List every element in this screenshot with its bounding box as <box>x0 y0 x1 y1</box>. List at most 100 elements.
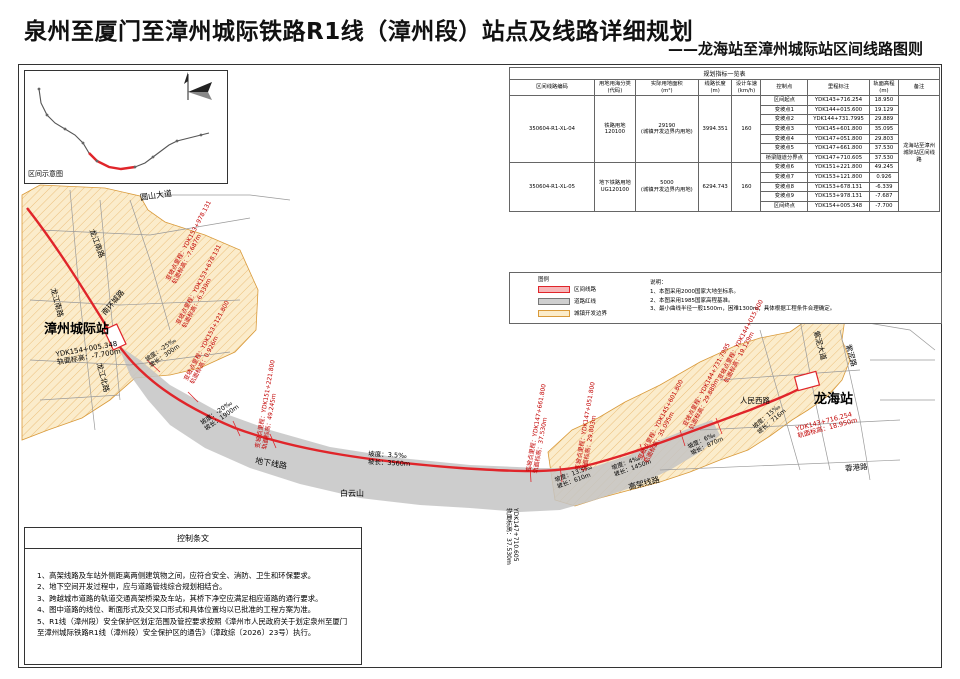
note-item: 3、最小曲线半径一般1500m，困难1300m；具体根据工程条件合理确定。 <box>650 306 836 313</box>
legend-box: 图例 区间线路 道路红线 城镇开发边界 说明： 1、本图采用2000国家大地坐标… <box>509 272 942 324</box>
control-point: 变坡点6 <box>760 162 809 174</box>
control-point: 变坡点8 <box>760 181 809 193</box>
divider <box>25 548 361 549</box>
legend-item-zone: 城镇开发边界 <box>538 309 607 317</box>
control-list: 1、高架线路及车站外侧距离两侧建筑物之间，应符合安全、消防、卫生和环保要求。 2… <box>37 570 353 639</box>
page-title: 泉州至厦门至漳州城际铁路R1线（漳州段）站点及线路详细规划 <box>24 19 694 45</box>
rail-elevation: 37.530 <box>868 152 900 164</box>
inset-label: 区间示意图 <box>28 170 63 178</box>
control-point: 变坡点4 <box>760 133 809 145</box>
rail-elevation: -7.687 <box>868 191 900 202</box>
control-point: 变坡点5 <box>760 143 809 154</box>
segment-code: 350604-R1-XL-05 <box>509 162 595 212</box>
table-caption: 规划指标一览表 <box>509 67 940 79</box>
col-header: 里程标注 <box>807 78 870 97</box>
note-item: 1、本图采用2000国家大地坐标系。 <box>650 288 739 295</box>
inset-diagram <box>37 87 210 171</box>
station-marker-east <box>793 370 821 392</box>
north-arrow-icon <box>178 70 218 108</box>
station-marker-west <box>103 323 127 351</box>
control-point: 变坡点3 <box>760 124 809 135</box>
planning-index-table: 规划指标一览表 区间线路编码 用地用海分类 (代码) 实际用地面积 (m²) 线… <box>509 67 940 212</box>
control-point-markers <box>146 359 723 483</box>
road-label: 人民西路 <box>740 396 770 405</box>
control-item: 5、R1线（漳州段）安全保护区划定范围及管控要求按照《漳州市人民政府关于划定泉州… <box>37 616 348 638</box>
mileage: YDK154+005.348 <box>807 200 870 212</box>
route-length: 6294.743 <box>697 162 733 212</box>
rail-elevation: 19.129 <box>868 104 900 116</box>
road-network <box>29 189 936 481</box>
landuse-class: 铁路用地 120100 <box>594 95 636 164</box>
notes-title: 说明： <box>650 280 667 286</box>
col-header: 设计车速 (km/h) <box>731 78 762 97</box>
col-header: 用地用海分类 (代码) <box>594 78 636 97</box>
note-item: 2、本图采用1985国家高程基准。 <box>650 297 734 304</box>
station-label-west: 漳州城际站 <box>44 322 110 337</box>
control-point: 桥梁隧道分界点 <box>760 152 809 164</box>
col-header: 备注 <box>898 78 940 97</box>
segment-code: 350604-R1-XL-04 <box>509 95 595 164</box>
control-point: 变坡点2 <box>760 114 809 126</box>
control-point: 区间终点 <box>760 200 809 212</box>
rail-elevation: 29.889 <box>868 114 900 126</box>
route-overview-inset <box>24 70 228 184</box>
station-label-east: 龙海站 <box>814 392 854 407</box>
col-header: 线路长度 (m) <box>697 78 733 97</box>
rail-elevation: 35.095 <box>868 124 900 135</box>
elevation-label: 轨面标高：37.530m <box>505 508 513 565</box>
land-area: 5000 (城镇开发边界内用地) <box>634 162 699 212</box>
rail-elevation: 18.950 <box>868 95 900 106</box>
design-speed: 160 <box>731 95 762 164</box>
legend-label: 区间线路 <box>574 287 597 293</box>
route-map <box>21 184 936 512</box>
place-label: 白云山 <box>340 489 364 498</box>
legend-label: 道路红线 <box>574 299 597 305</box>
legend-label: 城镇开发边界 <box>574 311 608 317</box>
mileage: YDK151+221.800 <box>807 162 870 174</box>
rail-elevation: -7.700 <box>868 200 900 212</box>
road-label: 蓉港路 <box>844 462 868 473</box>
control-provisions-box: 控制条文 1、高架线路及车站外侧距离两侧建筑物之间，应符合安全、消防、卫生和环保… <box>24 527 362 665</box>
col-header: 轨面高程 (m) <box>868 78 900 97</box>
col-header: 控制点 <box>760 78 809 97</box>
notes: 说明： 1、本图采用2000国家大地坐标系。 2、本图采用1985国家高程基准。… <box>650 279 835 314</box>
redline-swatch-icon <box>538 298 570 305</box>
mileage: YDK143+716.254 <box>807 95 870 106</box>
control-item: 2、地下空间开发过程中，应与道路管线综合规划相结合。 <box>37 582 227 592</box>
legend-title: 图例 <box>538 277 550 283</box>
legend-item-route: 区间线路 <box>538 285 596 293</box>
route-swatch-icon <box>538 286 570 293</box>
design-speed: 160 <box>731 162 762 212</box>
rail-elevation: 49.245 <box>868 162 900 174</box>
rail-elevation: 37.530 <box>868 143 900 154</box>
col-header: 区间线路编码 <box>509 78 595 97</box>
table-header-row: 区间线路编码 用地用海分类 (代码) 实际用地面积 (m²) 线路长度 (m) … <box>509 78 940 97</box>
grade-annotation: 坡度：3.5‰ 坡长：3560m <box>368 450 411 469</box>
mileage: YDK144+731.7995 <box>807 114 870 126</box>
legend-item-redline: 道路红线 <box>538 297 596 305</box>
tunnel-boundary-annotation: YDK147+710.605 轨面标高：37.530m <box>504 508 519 565</box>
landuse-class: 地下铁路用地 UG120100 <box>594 162 636 212</box>
land-area: 29190 (城镇开发边界内用地) <box>634 95 699 164</box>
mileage: YDK153+121.800 <box>807 172 870 183</box>
mileage: YDK147+710.605 <box>807 152 870 164</box>
rail-elevation: -6.339 <box>868 181 900 193</box>
control-point: 变坡点9 <box>760 191 809 202</box>
urban-zone-east <box>547 307 851 507</box>
route-length: 3994.351 <box>697 95 733 164</box>
map-frame <box>18 64 942 668</box>
terrain-strip <box>118 345 720 512</box>
control-point: 区间起点 <box>760 95 809 106</box>
mileage: YDK147+051.800 <box>807 133 870 145</box>
mileage: YDK153+678.131 <box>807 181 870 193</box>
col-header: 实际用地面积 (m²) <box>634 78 699 97</box>
zone-swatch-icon <box>538 310 570 317</box>
control-item: 3、跨越城市道路的轨道交通高架桥梁及车站，其桥下净空应满足相应道路的通行要求。 <box>37 593 323 603</box>
control-item: 1、高架线路及车站外侧距离两侧建筑物之间，应符合安全、消防、卫生和环保要求。 <box>37 571 316 580</box>
control-title: 控制条文 <box>177 534 209 543</box>
mileage: YDK153+978.131 <box>807 191 870 202</box>
